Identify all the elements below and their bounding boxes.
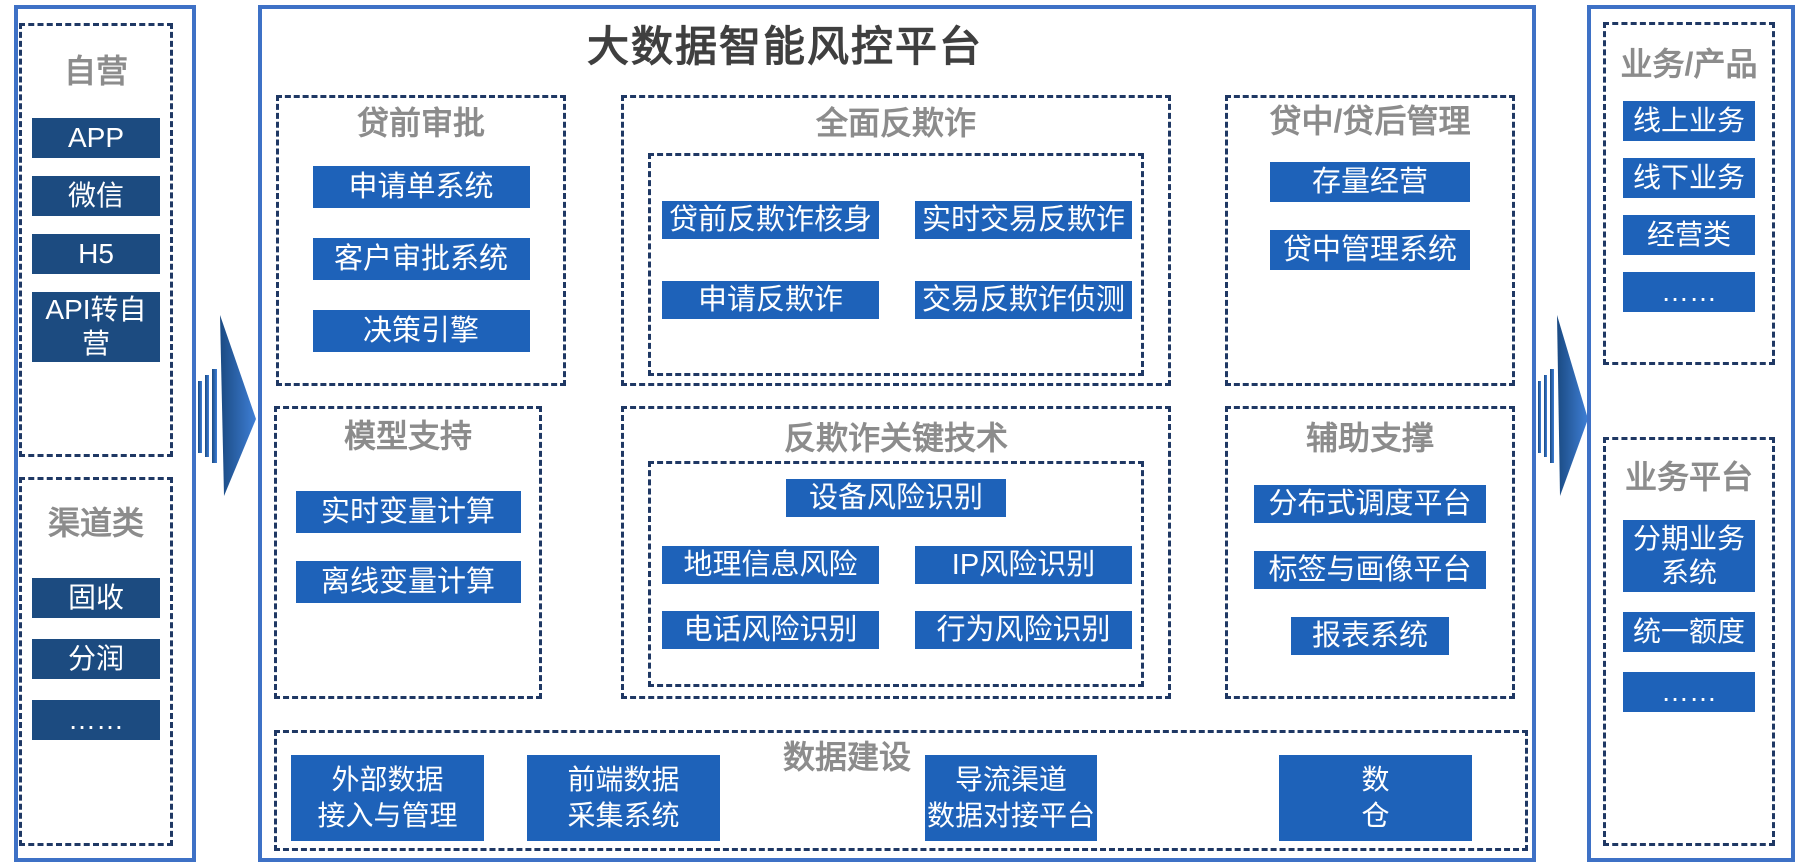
- left-channels-panel: 自营 APP 微信 H5 API转自 营 渠道类 固收 分润 ……: [14, 5, 196, 862]
- node-channel-more: ……: [32, 700, 160, 740]
- anti-fraud-tech-inner-box: 设备风险识别 地理信息风险 IP风险识别 电话风险识别 行为风险识别: [648, 461, 1144, 687]
- anti-fraud-row-2: 申请反欺诈 交易反欺诈侦测: [662, 281, 1141, 319]
- section-title: 反欺诈关键技术: [783, 420, 1008, 456]
- node-decision-engine: 决策引擎: [312, 310, 530, 352]
- platform-panel: 大数据智能风控平台 贷前审批 申请单系统 客户审批系统 决策引擎 全面反欺诈 贷…: [258, 5, 1536, 862]
- node-realtime-variable-calc: 实时变量计算: [295, 491, 521, 533]
- node-data-warehouse: 数 仓: [1279, 755, 1472, 841]
- model-support-items: 实时变量计算 离线变量计算: [277, 491, 539, 603]
- channel-group: 渠道类 固收 分润 ……: [19, 477, 173, 846]
- section-pre-loan-approval: 贷前审批 申请单系统 客户审批系统 决策引擎: [276, 95, 566, 386]
- node-platform-more: ……: [1623, 672, 1755, 712]
- node-app: APP: [32, 118, 160, 158]
- node-distributed-scheduling: 分布式调度平台: [1254, 485, 1486, 523]
- node-h5: H5: [32, 234, 160, 274]
- section-comprehensive-anti-fraud: 全面反欺诈 贷前反欺诈核身 实时交易反欺诈 申请反欺诈 交易反欺诈侦测: [621, 95, 1171, 386]
- node-in-loan-mgmt-system: 贷中管理系统: [1270, 230, 1470, 270]
- flow-arrow-right-icon: [1538, 315, 1588, 496]
- section-title: 贷前审批: [356, 105, 485, 141]
- business-platform-title: 业务平台: [1624, 459, 1753, 495]
- node-transaction-fraud-detect: 交易反欺诈侦测: [915, 281, 1132, 319]
- business-product-items: 线上业务 线下业务 经营类 ……: [1606, 101, 1772, 312]
- node-application-system: 申请单系统: [312, 166, 530, 208]
- pre-loan-items: 申请单系统 客户审批系统 决策引擎: [279, 166, 563, 352]
- self-operated-group: 自营 APP 微信 H5 API转自 营: [19, 23, 173, 457]
- node-realtime-transaction-fraud: 实时交易反欺诈: [915, 201, 1132, 239]
- node-customer-approval-system: 客户审批系统: [312, 238, 530, 280]
- section-title: 贷中/贷后管理: [1269, 103, 1471, 139]
- node-report-system: 报表系统: [1291, 617, 1449, 655]
- section-auxiliary-support: 辅助支撑 分布式调度平台 标签与画像平台 报表系统: [1225, 406, 1515, 699]
- tech-row-3: 电话风险识别 行为风险识别: [662, 611, 1141, 649]
- node-geo-risk: 地理信息风险: [662, 546, 879, 584]
- node-fixed-income: 固收: [32, 578, 160, 618]
- tech-row-2: 地理信息风险 IP风险识别: [662, 546, 1141, 584]
- section-title: 数据建设: [782, 739, 911, 775]
- node-wechat: 微信: [32, 176, 160, 216]
- node-api-to-self: API转自 营: [32, 292, 160, 362]
- business-platform-group: 业务平台 分期业务 系统 统一额度 ……: [1603, 437, 1775, 846]
- node-tag-profile-platform: 标签与画像平台: [1254, 551, 1486, 589]
- section-title: 全面反欺诈: [815, 105, 976, 141]
- node-product-more: ……: [1623, 272, 1755, 312]
- section-title: 模型支持: [343, 418, 472, 454]
- node-frontend-data-collection: 前端数据 采集系统: [527, 755, 720, 841]
- section-title: 辅助支撑: [1305, 420, 1434, 456]
- node-preloan-fraud-verify: 贷前反欺诈核身: [662, 201, 879, 239]
- auxiliary-items: 分布式调度平台 标签与画像平台 报表系统: [1228, 485, 1512, 655]
- node-phone-risk: 电话风险识别: [662, 611, 879, 649]
- node-operating-type: 经营类: [1623, 215, 1755, 255]
- node-online-business: 线上业务: [1623, 101, 1755, 141]
- node-offline-variable-calc: 离线变量计算: [295, 561, 521, 603]
- node-offline-business: 线下业务: [1623, 158, 1755, 198]
- node-external-data-access: 外部数据 接入与管理: [291, 755, 484, 841]
- node-portfolio-operation: 存量经营: [1270, 162, 1470, 202]
- node-profit-share: 分润: [32, 639, 160, 679]
- right-business-panel: 业务/产品 线上业务 线下业务 经营类 …… 业务平台 分期业务 系统: [1587, 5, 1795, 862]
- channel-title: 渠道类: [47, 505, 144, 541]
- section-during-post-loan: 贷中/贷后管理 存量经营 贷中管理系统: [1225, 95, 1515, 386]
- node-traffic-channel-data-platform: 导流渠道 数据对接平台: [925, 755, 1097, 841]
- node-unified-quota: 统一额度: [1623, 612, 1755, 652]
- business-product-title: 业务/产品: [1620, 46, 1758, 82]
- channel-items: 固收 分润 ……: [22, 578, 170, 740]
- section-data-construction: 数据建设 外部数据 接入与管理 前端数据 采集系统 导流渠道 数据对接平台 数 …: [274, 730, 1528, 851]
- anti-fraud-row-1: 贷前反欺诈核身 实时交易反欺诈: [662, 201, 1141, 239]
- section-anti-fraud-tech: 反欺诈关键技术 设备风险识别 地理信息风险 IP风险识别 电话风险识别 行为风险…: [621, 406, 1171, 699]
- flow-arrow-right-icon: [198, 315, 256, 496]
- anti-fraud-inner-box: 贷前反欺诈核身 实时交易反欺诈 申请反欺诈 交易反欺诈侦测: [648, 153, 1144, 376]
- business-product-group: 业务/产品 线上业务 线下业务 经营类 ……: [1603, 22, 1775, 365]
- node-device-risk: 设备风险识别: [786, 479, 1006, 517]
- self-operated-title: 自营: [63, 53, 128, 89]
- during-post-loan-items: 存量经营 贷中管理系统: [1228, 162, 1512, 270]
- node-application-fraud: 申请反欺诈: [662, 281, 879, 319]
- section-model-support: 模型支持 实时变量计算 离线变量计算: [274, 406, 542, 699]
- node-ip-risk: IP风险识别: [915, 546, 1132, 584]
- self-operated-items: APP 微信 H5 API转自 营: [22, 118, 170, 362]
- tech-row-1: 设备风险识别: [651, 479, 1141, 517]
- platform-title: 大数据智能风控平台: [586, 23, 983, 70]
- business-platform-items: 分期业务 系统 统一额度 ……: [1606, 520, 1772, 712]
- node-installment-system: 分期业务 系统: [1623, 520, 1755, 592]
- node-behavior-risk: 行为风险识别: [915, 611, 1132, 649]
